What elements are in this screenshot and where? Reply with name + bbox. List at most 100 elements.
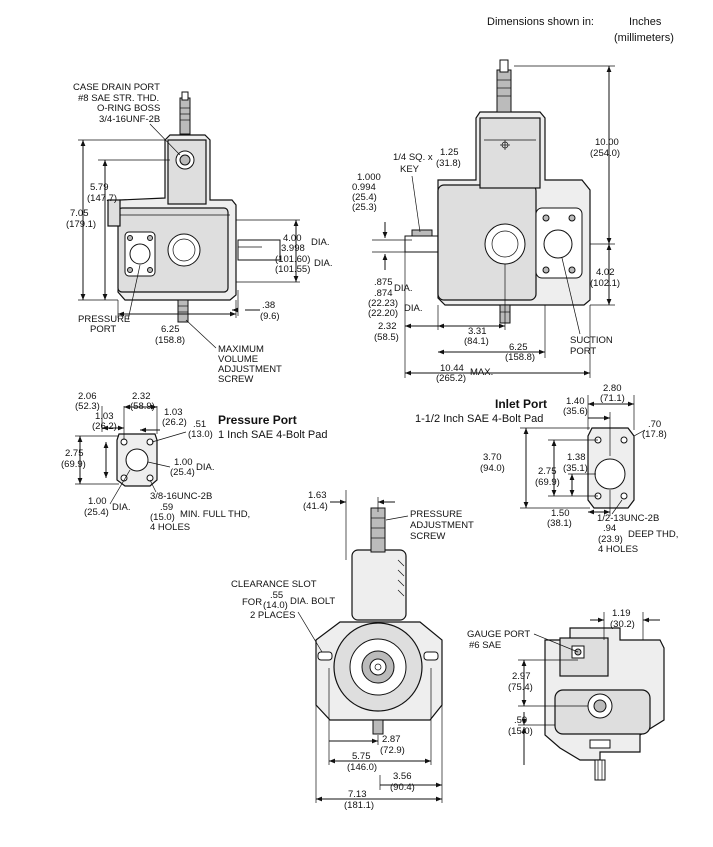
ip-370mm: (94.0) [480,463,505,474]
pp-103b: 1.03 [164,407,183,418]
v4-059mm: (15.0) [508,726,533,737]
header-label: Dimensions shown in: [487,16,594,28]
dim-101b: (101.55) [275,264,310,275]
dim-705mm: (179.1) [66,219,96,230]
ip-140: 1.40 [566,396,585,407]
pressure-port-l2: PORT [90,324,116,335]
v3-713: 7.13 [348,789,367,800]
dim-625b: 6.25 [509,342,528,353]
ip-094: .94 [603,523,616,534]
pp-051mm: (13.0) [188,429,213,440]
header-unit-alt: (millimeters) [614,32,674,44]
dim-625bmm: (158.8) [505,352,535,363]
dim-331: 3.31 [468,326,487,337]
ip-140mm: (35.6) [563,406,588,417]
dim-625: 6.25 [161,324,180,335]
v3-055mm: (14.0) [263,600,288,611]
ip-275mm: (69.9) [535,477,560,488]
pp-100b: 1.00 [88,496,107,507]
case-drain-l3: O-RING BOSS [97,103,160,114]
dim-1000b: 10.00 [595,137,619,148]
pp-holes: 4 HOLES [150,522,190,533]
pp-206: 2.06 [78,391,97,402]
dim-2220: (22.20) [368,308,398,319]
dim-705: 7.05 [70,208,89,219]
ip-070: .70 [648,419,661,430]
ip-280mm: (71.1) [600,393,625,404]
v3-287: 2.87 [382,734,401,745]
case-drain-l4: 3/4-16UNF-2B [99,114,160,125]
max-screw-l1: MAXIMUM [218,344,264,355]
pump-front-view [404,59,591,324]
pp-232: 2.32 [132,391,151,402]
dim-400: 4.00 [283,233,302,244]
v3-163mm: (41.4) [303,501,328,512]
pp-title: Pressure Port [218,413,297,427]
suction-l1: SUCTION [570,335,613,346]
v4-297mm: (75.4) [508,682,533,693]
v3-287mm: (72.9) [380,745,405,756]
pp-100mm: (25.4) [170,467,195,478]
pump-rear-view [315,507,443,735]
pp-100: 1.00 [174,457,193,468]
v3-press-adj-l3: SCREW [410,531,445,542]
pp-275: 2.75 [65,448,84,459]
dim-254a: (25.4) [352,192,377,203]
dim-253: (25.3) [352,202,377,213]
dim-1044: 10.44 [440,363,464,374]
dim-579mm: (147.7) [87,193,117,204]
dim-1000: 1.000 [357,172,381,183]
v4-059: .59 [514,715,527,726]
pp-thread: 3/8-16UNC-2B [150,491,212,502]
v4-gauge-l2: #6 SAE [469,640,501,651]
pressure-port-pad [116,433,158,487]
pp-206mm: (52.3) [75,401,100,412]
v3-356: 3.56 [393,771,412,782]
pp-100-dia: DIA. [196,462,214,473]
v3-press-adj-l2: ADJUSTMENT [410,520,474,531]
pp-103bmm: (26.2) [162,417,187,428]
v3-for: FOR [242,597,262,608]
v4-119: 1.19 [612,608,631,619]
pp-059mm: (15.0) [150,512,175,523]
v3-163: 1.63 [308,490,327,501]
dim-400-dia: DIA. [311,237,329,248]
key-l1: 1/4 SQ. x [393,152,433,163]
key-l2: 1.25 [440,147,459,158]
dim-101a: (101.60) [275,254,310,265]
pp-103amm: (26.2) [92,421,117,432]
v3-713mm: (181.1) [344,800,374,811]
case-drain-l2: #8 SAE STR. THD. [78,93,159,104]
v4-gauge-l1: GAUGE PORT [467,629,530,640]
pp-275mm: (69.9) [61,459,86,470]
ip-title: Inlet Port [495,397,547,411]
header-unit: Inches [629,16,662,28]
pump-side-view [107,91,281,323]
dim-2223-dia: DIA. [404,303,422,314]
case-drain-l1: CASE DRAIN PORT [73,82,160,93]
ip-138: 1.38 [567,452,586,463]
v3-055: .55 [270,590,283,601]
v3-356mm: (90.4) [390,782,415,793]
ip-150mm: (38.1) [547,518,572,529]
pp-subtitle: 1 Inch SAE 4-Bolt Pad [218,429,327,441]
pp-100b-dia: DIA. [112,502,130,513]
ip-holes: 4 HOLES [598,544,638,555]
pp-100bmm: (25.4) [84,507,109,518]
max-screw-l2: VOLUME [218,354,258,365]
ip-094mm: (23.9) [598,534,623,545]
key-l4: KEY [400,164,420,175]
v3-places: 2 PLACES [250,610,295,621]
dim-874: .874 [374,288,393,299]
ip-subtitle: 1-1/2 Inch SAE 4-Bolt Pad [415,413,543,425]
ip-150: 1.50 [551,508,570,519]
max-screw-l3: ADJUSTMENT [218,364,282,375]
dim-3998: 3.998 [281,243,305,254]
pp-232mm: (58.9) [130,401,155,412]
dim-579: 5.79 [90,182,109,193]
pressure-port-l1: PRESSURE [78,314,130,325]
ip-370: 3.70 [483,452,502,463]
ip-275: 2.75 [538,466,557,477]
pp-059: .59 [160,502,173,513]
